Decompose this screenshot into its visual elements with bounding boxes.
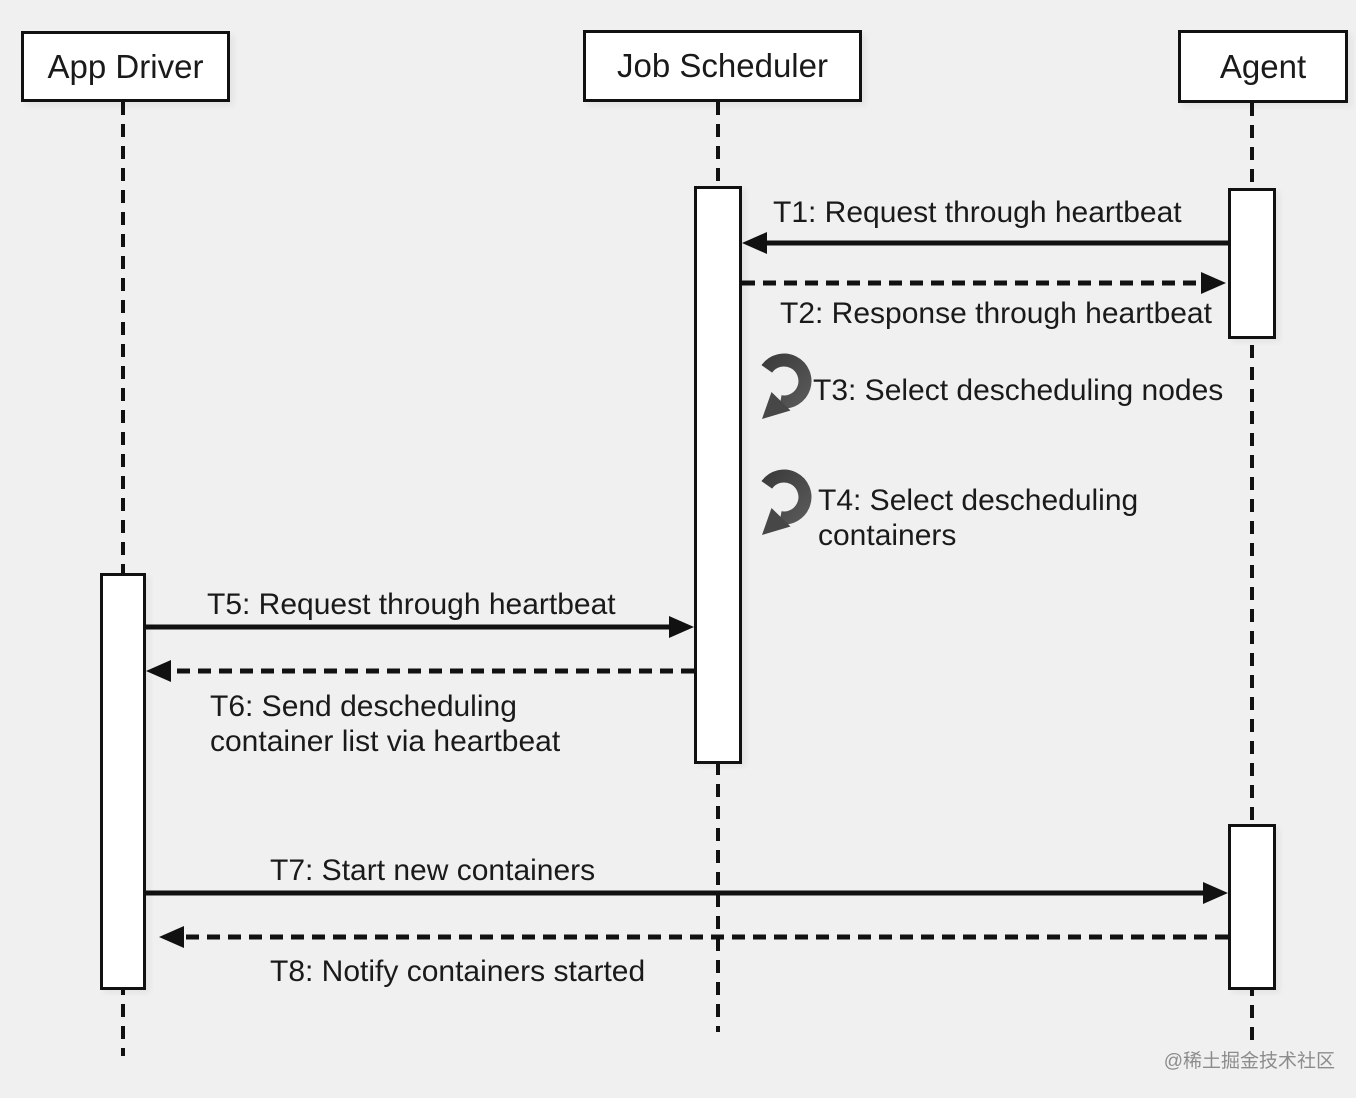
activation-agent-1 [1228, 188, 1276, 339]
message-t5-arrow [146, 616, 694, 638]
activation-agent-2 [1228, 824, 1276, 990]
actor-agent-label: Agent [1219, 47, 1307, 85]
message-t1-label: T1: Request through heartbeat [773, 196, 1182, 229]
message-t1-arrow [742, 232, 1228, 254]
message-t5-label: T5: Request through heartbeat [207, 588, 616, 621]
message-t7-arrow [146, 882, 1228, 904]
actor-job-scheduler: Job Scheduler [583, 30, 862, 102]
message-t2-arrow [742, 272, 1226, 294]
message-t3-self-arrow [761, 353, 812, 419]
actor-app-driver-label: App Driver [47, 47, 204, 85]
message-t2-label: T2: Response through heartbeat [780, 297, 1212, 330]
message-t6-arrow [146, 660, 694, 682]
actor-job-scheduler-label: Job Scheduler [617, 47, 828, 84]
message-t4-label: T4: Select descheduling containers [818, 483, 1138, 553]
message-t6-label: T6: Send descheduling container list via… [210, 689, 560, 759]
actor-app-driver: App Driver [21, 31, 230, 102]
activation-app-driver [100, 573, 146, 990]
activation-job-scheduler [694, 186, 742, 764]
message-t8-label: T8: Notify containers started [270, 955, 646, 988]
message-t6-label-line2: container list via heartbeat [210, 725, 561, 758]
message-t7-label: T7: Start new containers [270, 854, 596, 887]
message-t8-arrow [159, 926, 1228, 948]
message-t3-label: T3: Select descheduling nodes [813, 374, 1224, 407]
message-t6-label-line1: T6: Send descheduling [210, 690, 517, 723]
watermark: @稀土掘金技术社区 [1163, 1051, 1335, 1072]
message-t4-label-line2: containers [818, 519, 957, 552]
message-t4-label-line1: T4: Select descheduling [818, 484, 1139, 517]
actor-agent: Agent [1178, 30, 1348, 103]
message-t4-self-arrow [761, 469, 812, 535]
